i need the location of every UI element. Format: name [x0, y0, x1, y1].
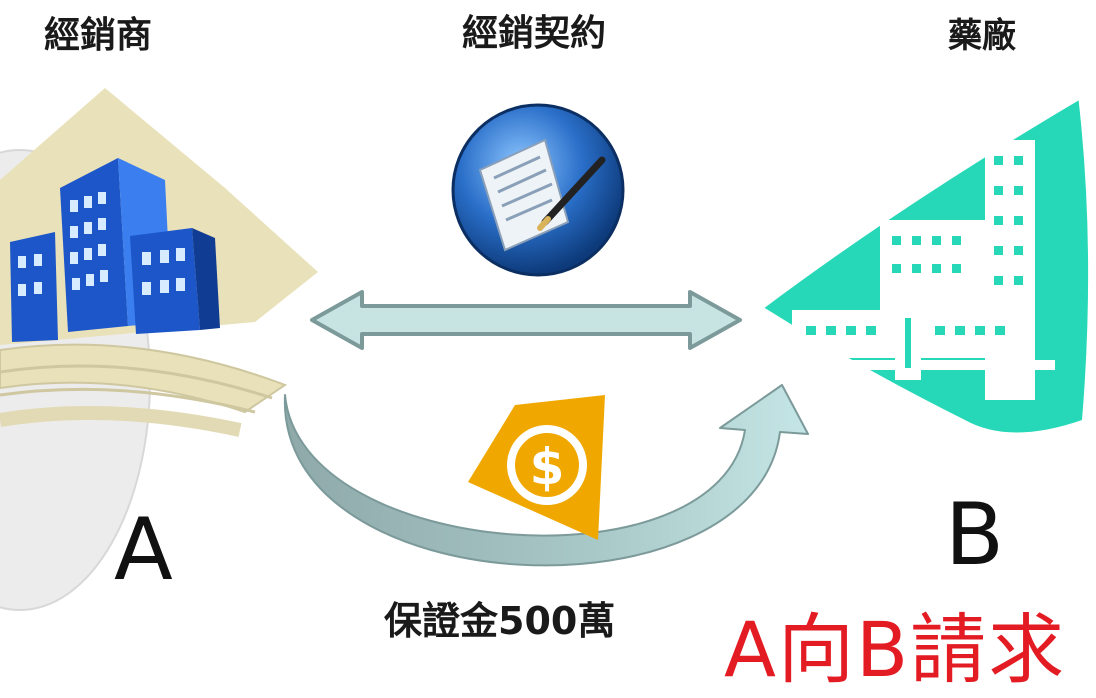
office-buildings-icon — [0, 88, 318, 611]
dollar-coin-icon: $ — [468, 395, 605, 540]
claim-label: A向B請求 — [724, 605, 1067, 694]
distributor-label: 經銷商 — [44, 15, 153, 56]
deposit-curved-arrow — [283, 384, 809, 567]
pharma-label: 藥廠 — [948, 16, 1016, 56]
party-a-label: A — [114, 500, 173, 600]
contract-double-arrow — [310, 290, 742, 350]
diagram-canvas: $ — [0, 88, 1089, 611]
deposit-label: 保證金500萬 — [384, 599, 616, 643]
svg-text:$: $ — [530, 438, 565, 496]
factory-icon — [757, 90, 1089, 433]
signed-contract-icon — [451, 103, 625, 277]
party-b-label: B — [945, 485, 1004, 585]
contract-label: 經銷契約 — [462, 13, 607, 54]
